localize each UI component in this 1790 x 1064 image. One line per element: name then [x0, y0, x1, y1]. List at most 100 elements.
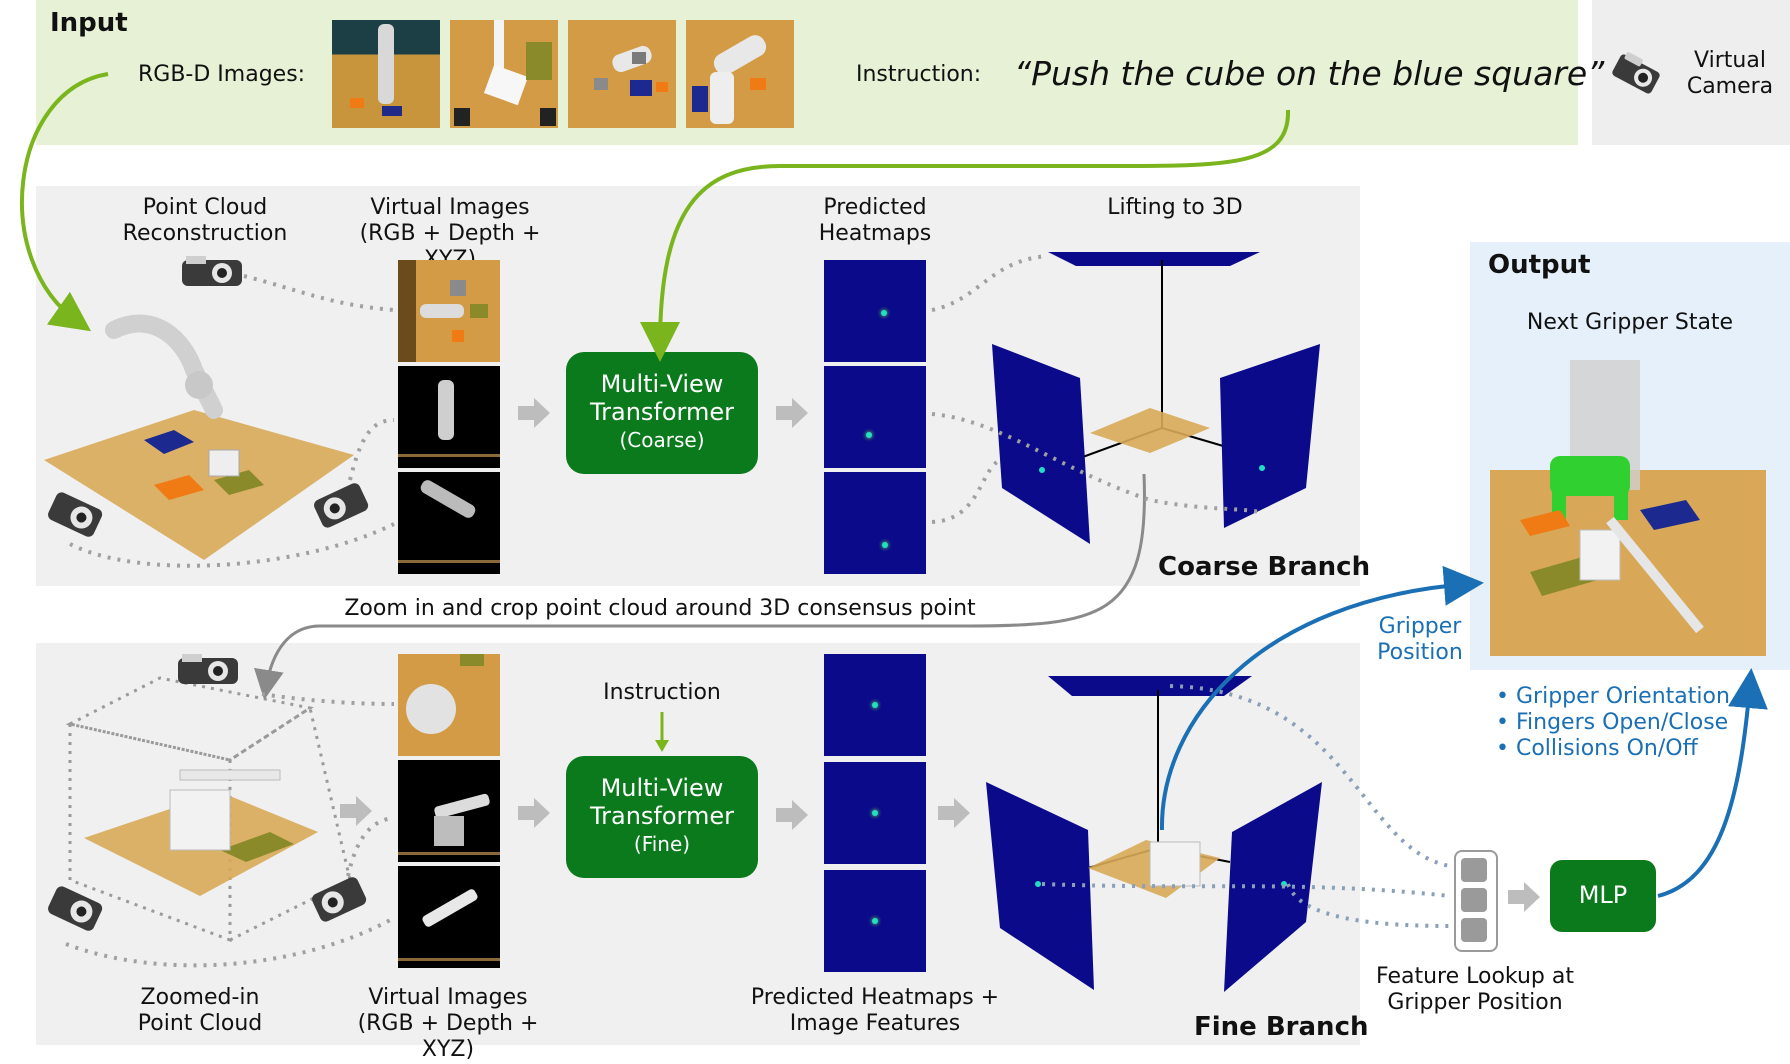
- coarse-arrow-2: [776, 398, 808, 428]
- feature-lookup-label-1: Feature Lookup at: [1376, 964, 1574, 989]
- output-bullet-2: • Fingers Open/Close: [1496, 710, 1729, 735]
- coarse-right-camera-icon: [312, 476, 372, 534]
- coarse-vi-label-1: Virtual Images: [370, 195, 530, 220]
- coarse-virtual-xyz: [398, 472, 500, 574]
- fine-dotted-5: [1041, 882, 1451, 898]
- virtual-camera-line1: Virtual: [1694, 48, 1766, 73]
- coarse-heatmap-2: [824, 366, 926, 468]
- gripper-position-arrow: [1159, 565, 1484, 831]
- rgbd-image-1: [332, 20, 440, 128]
- feature-to-mlp-arrow: [1508, 882, 1540, 912]
- rgbd-to-pointcloud-arrow: [20, 72, 109, 332]
- fine-virtual-xyz: [398, 866, 500, 968]
- coarse-mvt-line2: Transformer: [589, 398, 734, 426]
- fine-virtual-rgb: [398, 654, 500, 756]
- fine-point-cloud: [50, 660, 380, 950]
- output-bullet-2-text: Fingers Open/Close: [1515, 710, 1729, 735]
- rgbd-image-2: [450, 20, 558, 128]
- coarse-dotted-3: [69, 522, 395, 568]
- coarse-mvt-box: Multi-View Transformer (Coarse): [566, 352, 758, 474]
- fine-vi-label-1: Virtual Images: [368, 985, 528, 1010]
- instruction-text: “Push the cube on the blue square”: [1014, 54, 1605, 93]
- coarse-dotted-6: [931, 458, 1002, 524]
- rgbd-label: RGB-D Images:: [138, 62, 306, 87]
- fine-arrow-0: [340, 796, 372, 826]
- feature-lookup-label-2: Gripper Position: [1387, 990, 1563, 1015]
- fine-heatmap-2: [824, 762, 926, 864]
- coarse-mvt-line3: (Coarse): [619, 428, 705, 452]
- coarse-lifting-label: Lifting to 3D: [1107, 195, 1243, 220]
- coarse-heatmap-label-1: Predicted: [823, 195, 927, 220]
- fine-dotted-2: [346, 816, 395, 877]
- fine-heatmap-label-1: Predicted Heatmaps +: [750, 985, 1000, 1010]
- fine-dotted-4: [1169, 684, 1451, 868]
- fine-pc-label-1: Zoomed-in: [140, 985, 260, 1010]
- input-panel: [36, 0, 1578, 145]
- fine-pc-label-2: Point Cloud: [137, 1011, 263, 1036]
- fine-virtual-depth: [398, 760, 500, 862]
- coarse-virtual-rgb: [398, 260, 500, 362]
- gripper-position-label-2: Position: [1377, 640, 1463, 665]
- coarse-pc-label-1: Point Cloud: [142, 195, 268, 220]
- fine-mvt-line2: Transformer: [589, 802, 734, 830]
- fine-heatmap-3: [824, 870, 926, 972]
- rgbd-image-3: [568, 20, 676, 128]
- fine-heatmap-label-2: Image Features: [789, 1011, 961, 1036]
- instruction-label: Instruction:: [856, 62, 982, 87]
- zoom-crop-arrow: [253, 473, 1146, 700]
- fine-dotted-1: [261, 692, 395, 706]
- output-bullet-1-text: Gripper Orientation: [1515, 684, 1730, 709]
- fine-branch-title: Fine Branch: [1194, 1012, 1369, 1042]
- coarse-dotted-1: [243, 274, 395, 312]
- coarse-dotted-5: [931, 412, 1261, 514]
- output-scene: [1490, 360, 1766, 656]
- fine-heatmap-1: [824, 654, 926, 756]
- coarse-dotted-2: [348, 418, 395, 481]
- virtual-camera-line2: Camera: [1686, 74, 1774, 99]
- fine-instruction-label: Instruction: [603, 680, 721, 705]
- fine-vi-label-2: (RGB + Depth + XYZ): [357, 1011, 539, 1062]
- output-bullet-3-text: Collisions On/Off: [1515, 736, 1698, 761]
- output-bullet-1: • Gripper Orientation: [1496, 684, 1730, 709]
- coarse-heatmap-3: [824, 472, 926, 574]
- fine-right-camera-icon: [310, 870, 370, 928]
- fine-top-camera-icon: [176, 652, 242, 692]
- coarse-vi-label-2: (RGB + Depth + XYZ): [359, 221, 541, 272]
- mlp-label: MLP: [1578, 881, 1628, 909]
- coarse-heatmap-1: [824, 260, 926, 362]
- fine-dotted-3: [65, 916, 395, 968]
- fine-arrow-3: [938, 798, 970, 828]
- coarse-mvt-line1: Multi-View: [600, 370, 724, 398]
- coarse-arrow-1: [518, 398, 550, 428]
- feature-lookup-stack: [1454, 850, 1498, 952]
- coarse-top-camera-icon: [180, 254, 246, 294]
- fine-mvt-line3: (Fine): [633, 832, 691, 856]
- coarse-pc-label-2: Reconstruction: [122, 221, 288, 246]
- coarse-dotted-4: [931, 254, 1049, 312]
- output-title: Output: [1488, 250, 1591, 280]
- fine-arrow-1: [518, 798, 550, 828]
- mlp-to-output-arrow: [1657, 668, 1768, 898]
- fine-left-camera-icon: [46, 880, 106, 938]
- fine-mvt-box: Multi-View Transformer (Fine): [566, 756, 758, 878]
- fine-mvt-line1: Multi-View: [600, 774, 724, 802]
- output-bullet-3: • Collisions On/Off: [1496, 736, 1698, 761]
- fine-instruction-arrow: [652, 712, 672, 752]
- fine-dotted-6: [1286, 883, 1451, 928]
- coarse-point-cloud: [44, 290, 374, 560]
- coarse-left-camera-icon: [46, 486, 106, 544]
- instruction-to-mvt-arrow: [640, 109, 1291, 362]
- coarse-branch-title: Coarse Branch: [1158, 552, 1371, 582]
- zoom-text: Zoom in and crop point cloud around 3D c…: [344, 596, 976, 621]
- input-title: Input: [50, 8, 128, 38]
- fine-arrow-2: [776, 800, 808, 830]
- virtual-camera-icon: [1606, 44, 1666, 104]
- coarse-virtual-depth: [398, 366, 500, 468]
- gripper-position-label-1: Gripper: [1378, 614, 1462, 639]
- rgbd-image-4: [686, 20, 794, 128]
- mlp-box: MLP: [1550, 860, 1656, 932]
- next-gripper-state-label: Next Gripper State: [1526, 310, 1734, 335]
- coarse-lifting-3d: [980, 238, 1330, 548]
